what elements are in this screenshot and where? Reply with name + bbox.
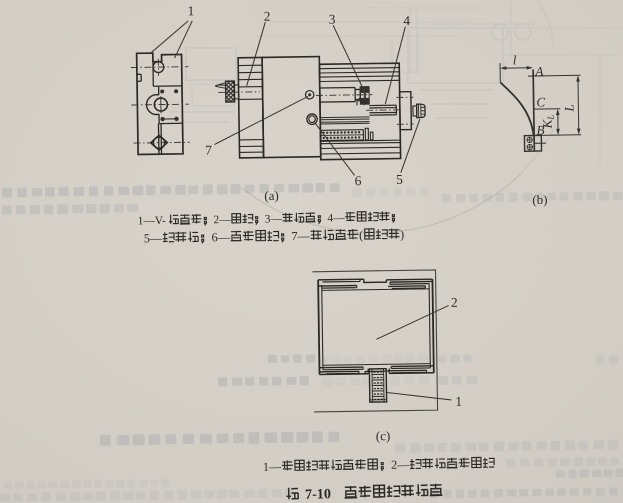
svg-text:l: l [513, 52, 517, 67]
svg-text:L: L [561, 104, 576, 112]
svg-text:4—: 4— [327, 212, 345, 224]
svg-text:4: 4 [403, 13, 410, 28]
svg-text:3: 3 [329, 12, 336, 27]
svg-text:7-10: 7-10 [305, 486, 331, 503]
svg-text:(a): (a) [264, 188, 279, 203]
svg-text:(c): (c) [376, 428, 391, 443]
svg-text:1—: 1— [263, 460, 282, 474]
svg-text:6: 6 [355, 173, 362, 188]
svg-text:1: 1 [455, 394, 462, 409]
svg-text:2: 2 [451, 295, 458, 310]
svg-text:6—: 6— [211, 230, 230, 244]
svg-text:(b): (b) [532, 192, 547, 207]
svg-text:): ) [400, 227, 404, 241]
svg-text:C: C [536, 94, 545, 109]
svg-text:7—: 7— [291, 229, 310, 243]
svg-text:2—: 2— [213, 214, 231, 226]
svg-text:KL: KL [540, 115, 556, 130]
svg-text:2: 2 [264, 9, 271, 24]
svg-text:B: B [536, 122, 544, 137]
svg-text:5: 5 [396, 172, 403, 187]
svg-text:1: 1 [187, 3, 194, 18]
svg-text:A: A [534, 63, 543, 78]
svg-text:3—: 3— [265, 213, 283, 225]
svg-text:1—V-: 1—V- [138, 215, 166, 227]
svg-text:5—: 5— [144, 231, 163, 245]
svg-text:2—: 2— [391, 458, 410, 472]
svg-text:7: 7 [205, 143, 212, 158]
svg-text:(: ( [359, 228, 363, 242]
